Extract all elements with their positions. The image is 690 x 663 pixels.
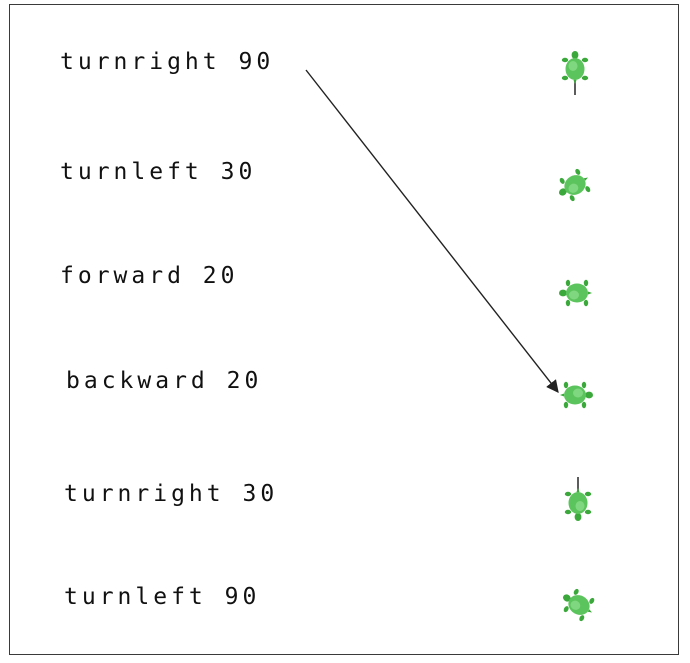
- turtle-icon: [555, 477, 601, 526]
- turtle-icon: [552, 46, 598, 95]
- diagram-frame: [9, 4, 679, 655]
- turtle-icon: [554, 270, 600, 316]
- command-turnright-90: turnright 90: [60, 49, 275, 75]
- turtle-icon: [556, 582, 602, 628]
- command-turnleft-30: turnleft 30: [60, 159, 257, 185]
- turtle-icon: [552, 162, 598, 208]
- turtle-icon: [552, 372, 598, 418]
- command-turnright-30: turnright 30: [64, 481, 279, 507]
- command-turnleft-90: turnleft 90: [64, 584, 261, 610]
- command-forward-20: forward 20: [60, 263, 239, 289]
- command-backward-20: backward 20: [66, 368, 263, 394]
